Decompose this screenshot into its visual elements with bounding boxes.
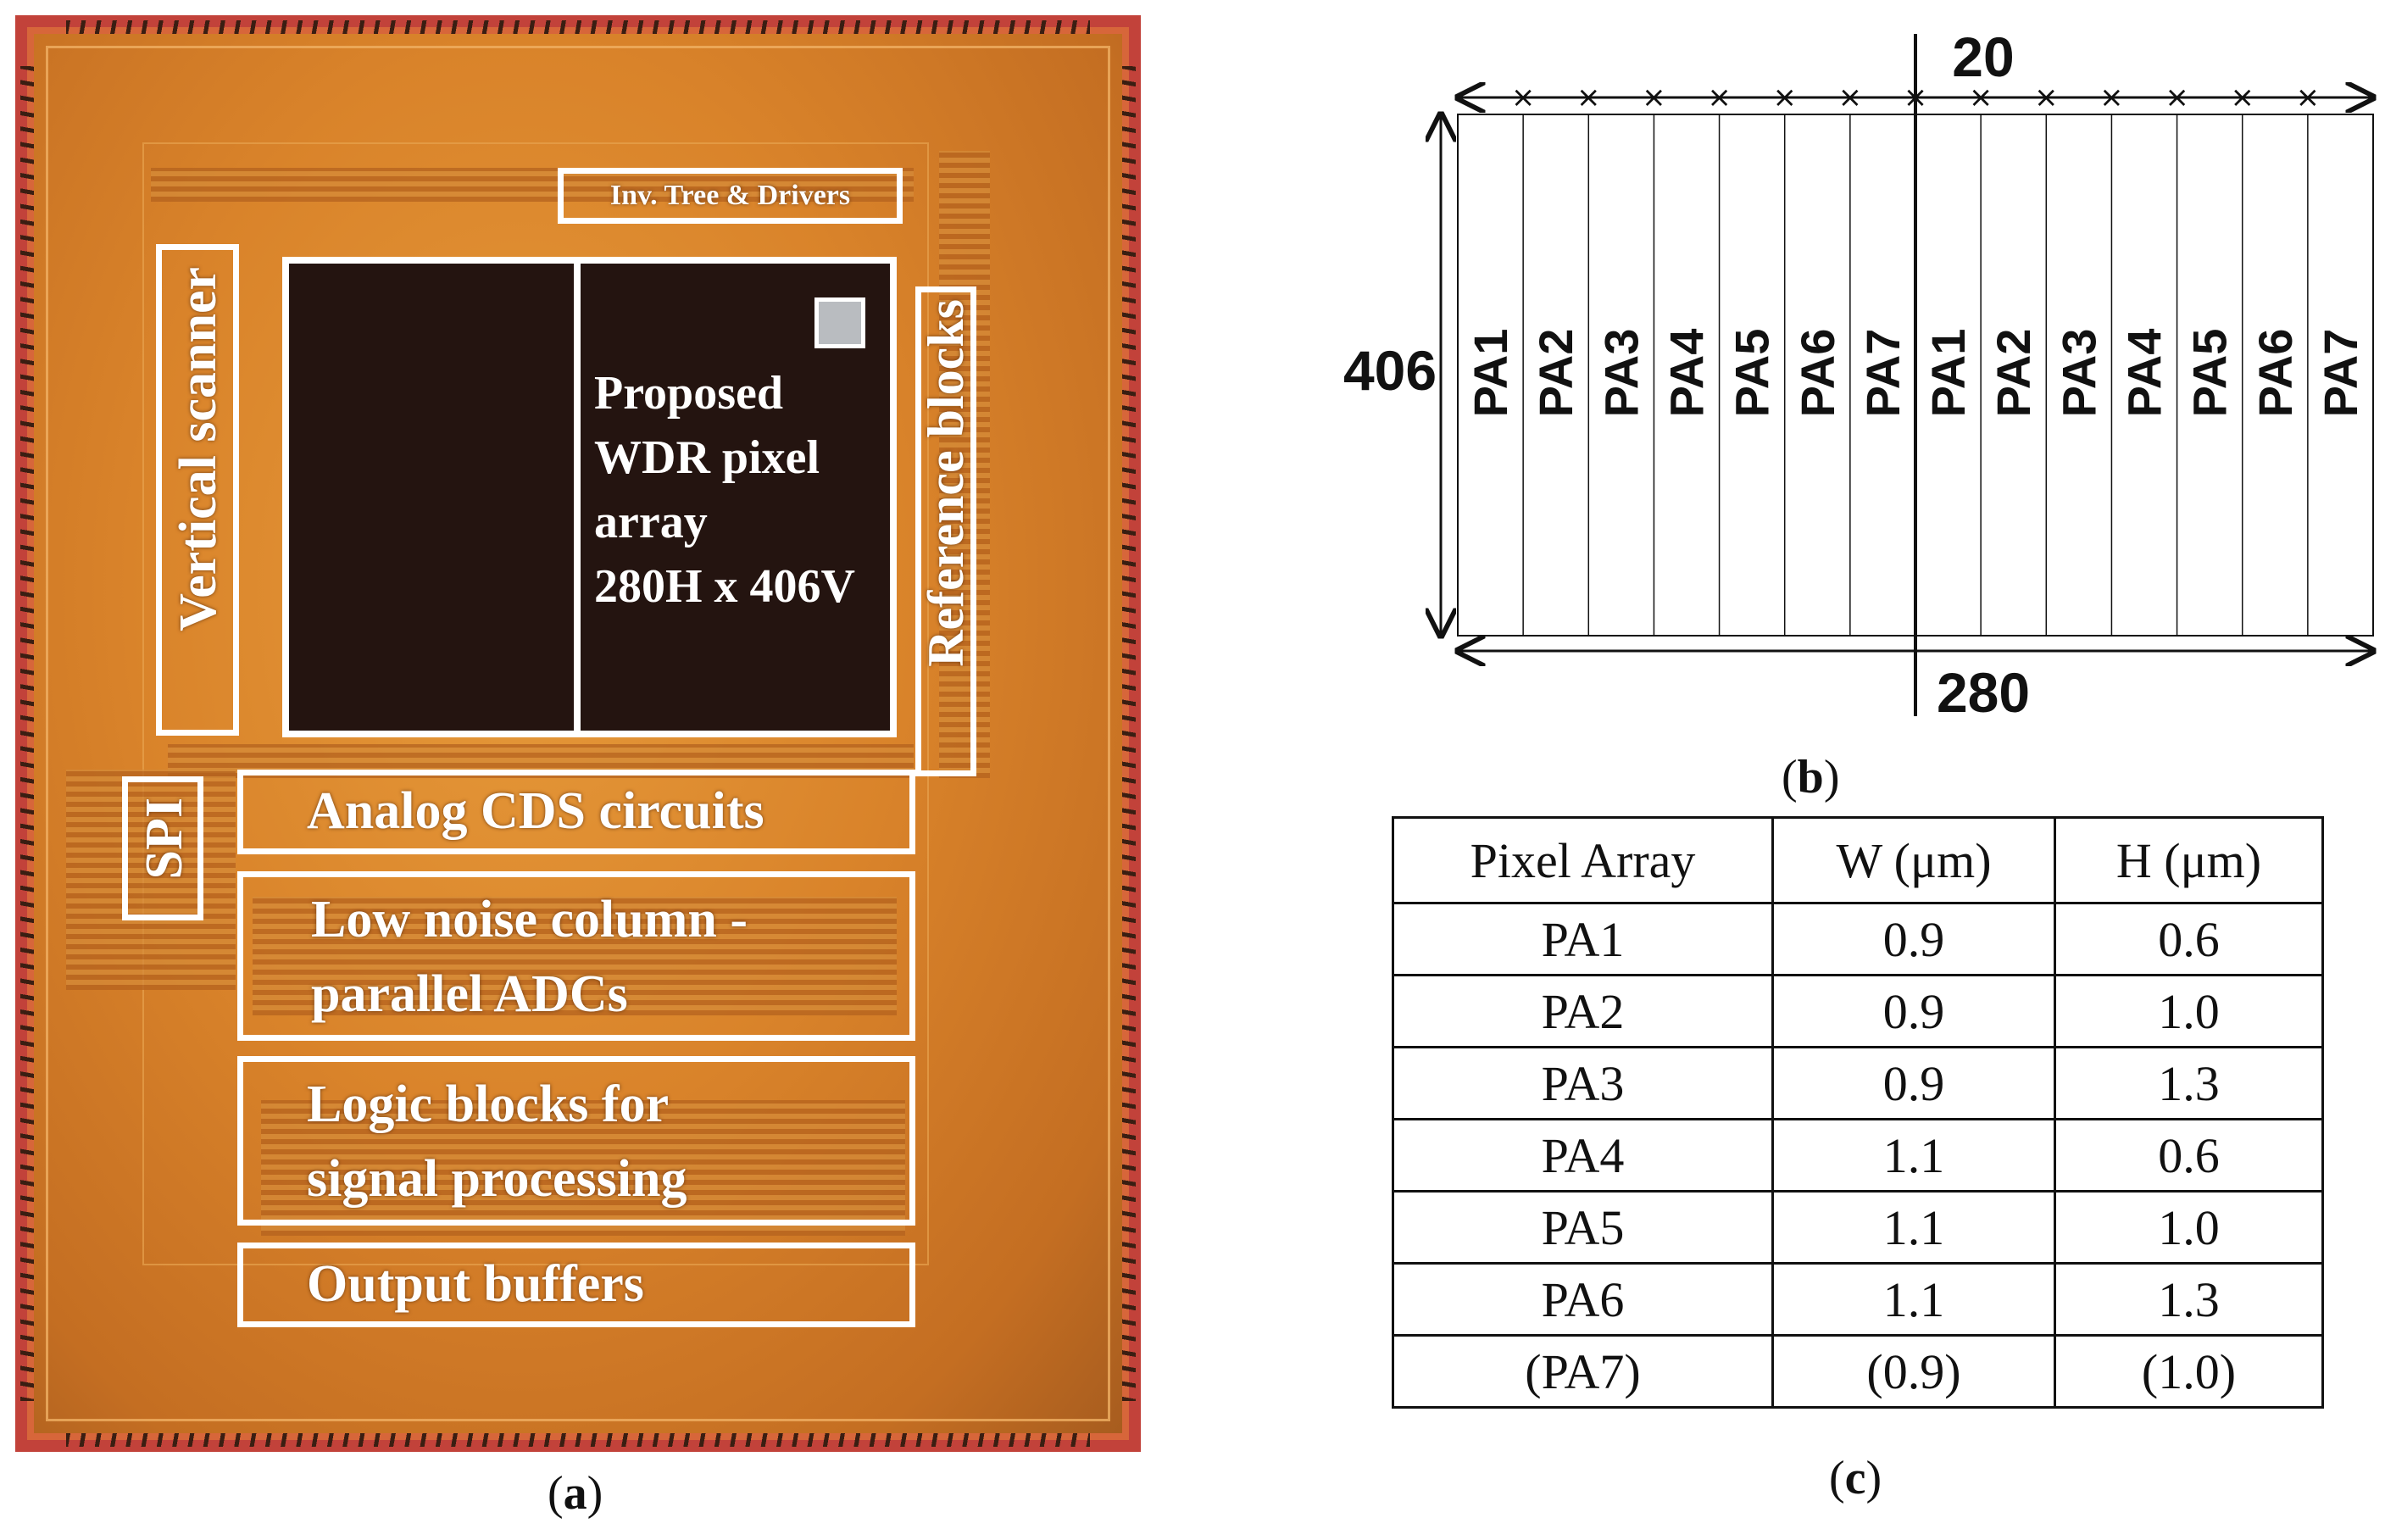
table-row: PA3 0.9 1.3 xyxy=(1392,1046,2324,1120)
cell-width: 1.1 xyxy=(1771,1118,2056,1193)
label-reference-blocks: Reference blocks xyxy=(915,286,976,776)
circuit-strip xyxy=(253,897,897,1015)
cell-height: 0.6 xyxy=(2054,902,2324,976)
die-seal-ring xyxy=(46,46,1110,1421)
column-label: PA2 xyxy=(1529,329,1582,418)
table-row: PA6 1.1 1.3 xyxy=(1392,1262,2324,1337)
bond-pads-bottom xyxy=(66,1433,1090,1447)
header-height: H (μm) xyxy=(2054,816,2324,904)
column-label: PA6 xyxy=(1791,329,1844,418)
caption-b: (b) xyxy=(1782,751,1840,803)
spi-text: SPI xyxy=(136,798,193,880)
analog-cds-text: Analog CDS circuits xyxy=(307,782,764,840)
circuit-strip xyxy=(939,151,990,778)
table-row: PA1 0.9 0.6 xyxy=(1392,902,2324,976)
column-label: PA4 xyxy=(1660,329,1714,418)
label-output-buffers: Output buffers xyxy=(237,1243,915,1327)
header-pixel-array: Pixel Array xyxy=(1392,816,1774,904)
column-label: PA3 xyxy=(1594,329,1648,418)
output-buffers-text: Output buffers xyxy=(307,1255,644,1313)
label-vertical-scanner: Vertical scanner xyxy=(156,244,239,736)
array-divider xyxy=(574,264,581,731)
cell-array: PA1 xyxy=(1392,902,1774,976)
column-label: PA5 xyxy=(1726,329,1779,418)
array-line: WDR pixel xyxy=(594,431,820,484)
column-label: PA6 xyxy=(2249,329,2302,418)
cell-height: (1.0) xyxy=(2054,1334,2324,1409)
column-label: PA1 xyxy=(1464,329,1517,418)
logic-line: Logic blocks for xyxy=(307,1076,670,1133)
column-label: PA5 xyxy=(2183,329,2237,418)
circuit-strip xyxy=(66,770,236,990)
cell-array: PA5 xyxy=(1392,1190,1774,1265)
table-row: PA5 1.1 1.0 xyxy=(1392,1190,2324,1265)
vertical-scanner-text: Vertical scanner xyxy=(170,267,227,631)
column-label: PA7 xyxy=(2314,329,2367,418)
array-line: Proposed xyxy=(594,367,783,420)
cell-height: 1.0 xyxy=(2054,1190,2324,1265)
caption-a-letter: a xyxy=(563,1467,587,1520)
label-column-adcs: Low noise column - parallel ADCs xyxy=(237,871,915,1041)
table-row: PA4 1.1 0.6 xyxy=(1392,1118,2324,1193)
caption-a: (a) xyxy=(548,1467,603,1520)
pixel-array-region: Proposed WDR pixel array 280H x 406V xyxy=(282,257,897,737)
bond-pads-top xyxy=(66,20,1090,34)
cell-width: 0.9 xyxy=(1771,1046,2056,1120)
adc-line: Low noise column - xyxy=(311,891,748,948)
header-width: W (μm) xyxy=(1771,816,2056,904)
die-micrograph: Inv. Tree & Drivers Vertical scanner Pro… xyxy=(15,15,1141,1452)
caption-c: (c) xyxy=(1829,1452,1882,1504)
cell-width: 0.9 xyxy=(1771,974,2056,1048)
total-width-label: 280 xyxy=(1937,661,2030,724)
cell-height: 1.3 xyxy=(2054,1046,2324,1120)
cell-width: 1.1 xyxy=(1771,1190,2056,1265)
array-description: Proposed WDR pixel array 280H x 406V xyxy=(594,361,899,619)
column-label: PA4 xyxy=(2118,329,2171,418)
column-label: PA7 xyxy=(1856,329,1910,418)
column-label: PA2 xyxy=(1987,329,2040,418)
caption-b-letter: b xyxy=(1797,751,1824,803)
cell-array: PA3 xyxy=(1392,1046,1774,1120)
table-header-row: Pixel Array W (μm) H (μm) xyxy=(1392,816,2324,904)
bond-pads-left xyxy=(20,66,34,1401)
cell-array: PA4 xyxy=(1392,1118,1774,1193)
logic-line: signal processing xyxy=(307,1150,687,1208)
cell-width: 0.9 xyxy=(1771,902,2056,976)
cell-height: 1.0 xyxy=(2054,974,2324,1048)
label-logic-blocks: Logic blocks for signal processing xyxy=(237,1056,915,1226)
cell-array: PA6 xyxy=(1392,1262,1774,1337)
pixel-array-table: Pixel Array W (μm) H (μm) PA1 0.9 0.6 PA… xyxy=(1392,816,2324,1409)
array-line: 280H x 406V xyxy=(594,560,855,613)
cell-height: 0.6 xyxy=(2054,1118,2324,1193)
caption-c-letter: c xyxy=(1844,1452,1866,1504)
label-inv-tree-drivers: Inv. Tree & Drivers xyxy=(558,168,903,224)
array-line: array xyxy=(594,496,708,548)
die-inner-ring xyxy=(142,142,929,1265)
cell-width: (0.9) xyxy=(1771,1334,2056,1409)
label-spi: SPI xyxy=(122,776,203,920)
height-label: 406 xyxy=(1343,339,1437,402)
column-label: PA1 xyxy=(1921,329,1975,418)
cell-array: PA2 xyxy=(1392,974,1774,1048)
label-analog-cds: Analog CDS circuits xyxy=(237,770,915,854)
cell-width: 1.1 xyxy=(1771,1262,2056,1337)
column-width-label: 20 xyxy=(1952,34,2014,88)
bond-pads-right xyxy=(1122,66,1136,1401)
reference-pixel-square xyxy=(814,297,865,348)
reference-blocks-text: Reference blocks xyxy=(918,299,974,667)
cell-height: 1.3 xyxy=(2054,1262,2324,1337)
table-row: (PA7) (0.9) (1.0) xyxy=(1392,1334,2324,1409)
table-row: PA2 0.9 1.0 xyxy=(1392,974,2324,1048)
circuit-strip xyxy=(261,1100,905,1236)
adc-line: parallel ADCs xyxy=(311,965,628,1023)
column-label: PA3 xyxy=(2052,329,2105,418)
inv-tree-text: Inv. Tree & Drivers xyxy=(609,180,851,211)
cell-array: (PA7) xyxy=(1392,1334,1774,1409)
